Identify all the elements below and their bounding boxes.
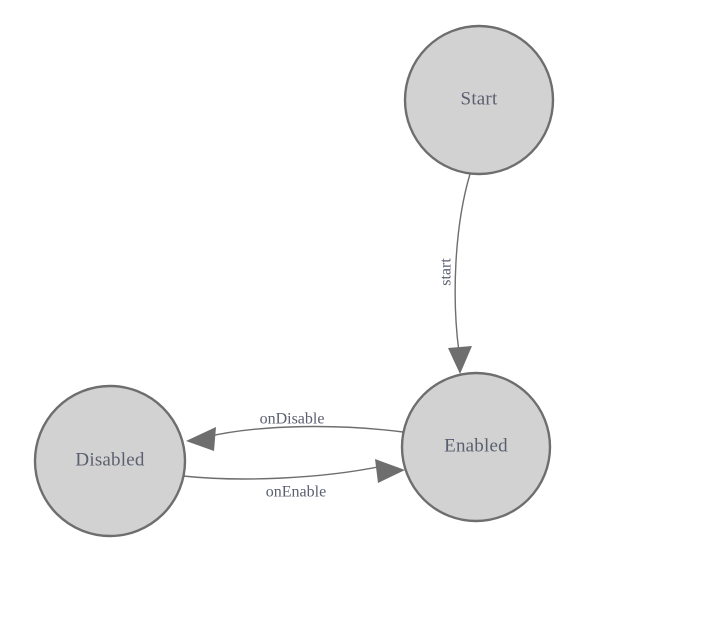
edge-enabled-to-disabled-path [205,425,404,438]
edge-enabled-to-disabled-label: onDisable [260,411,325,428]
edge-start-to-enabled-label: start [438,258,455,286]
state-node-disabled-circle [33,384,187,538]
state-node-enabled[interactable]: Enabled [400,371,552,523]
edge-disabled-to-enabled-label: onEnable [266,484,326,501]
edge-enabled-to-disabled[interactable]: onDisable [186,411,404,451]
state-node-start-label: Start [461,88,498,109]
state-node-enabled-circle [400,371,552,523]
edge-start-to-enabled-path [454,173,471,353]
edge-disabled-to-enabled[interactable]: onEnable [182,459,405,501]
state-node-start-circle [403,24,555,176]
edge-start-to-enabled[interactable]: start [438,173,472,374]
state-node-enabled-label: Enabled [444,435,508,456]
state-node-disabled-label: Disabled [75,449,144,470]
edge-disabled-to-enabled-path [182,465,384,480]
edge-disabled-to-enabled-arrowhead [375,459,405,483]
edge-enabled-to-disabled-arrowhead [186,427,216,451]
state-node-start[interactable]: Start [403,24,555,176]
edge-start-to-enabled-arrowhead [448,346,472,374]
state-node-disabled[interactable]: Disabled [33,384,187,538]
